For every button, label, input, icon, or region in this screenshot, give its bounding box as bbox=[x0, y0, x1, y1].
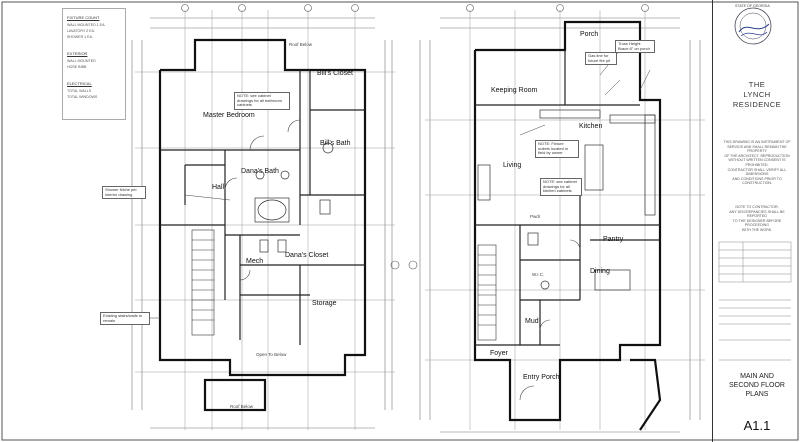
legend-row: TOTAL WINDOWS bbox=[67, 95, 98, 99]
title-note-line: TO THE DESIGNER BEFORE PROCEEDING bbox=[732, 218, 782, 228]
room-label-foyer: Foyer bbox=[490, 350, 508, 357]
room-label-storage: Storage bbox=[312, 300, 337, 307]
room-label-mud: Mud bbox=[525, 318, 539, 325]
title-note-line: CONTRACTOR SHALL VERIFY ALL DIMENSIONS bbox=[727, 167, 787, 177]
room-label-powder: Pwdr bbox=[530, 214, 541, 219]
room-label-wic: W.I.C. bbox=[532, 272, 545, 277]
room-label-dining: Dining bbox=[590, 268, 610, 275]
title-note-line: SERVICE AND SHALL REMAIN THE PROPERTY bbox=[727, 144, 787, 154]
title-note-line: THIS DRAWING IS AN INSTRUMENT OF bbox=[723, 140, 791, 144]
legend-heading-fixtures: FIXTURE COUNT bbox=[67, 15, 100, 20]
title-note-line: AND CONDITIONS PRIOR TO CONSTRUCTION. bbox=[732, 176, 782, 186]
room-label-danas-bath: Dana's Bath bbox=[241, 168, 279, 175]
project-title-line-2: LYNCH bbox=[743, 90, 771, 99]
annotation-roof-below: Roof Below bbox=[289, 42, 313, 47]
title-note-line: OF THE ARCHITECT. REPRODUCTION bbox=[724, 153, 790, 158]
sheet-name: MAIN AND SECOND FLOOR PLANS bbox=[713, 372, 800, 399]
title-note-line: ANY DISCREPANCIES SHALL BE REPORTED bbox=[729, 209, 785, 219]
legend-row: LAVATORY 2 EA. bbox=[67, 29, 95, 33]
legend-row: WALL MOUNTED bbox=[67, 59, 96, 63]
fixture-legend: FIXTURE COUNT WALL MOUNTED 1 EA. LAVATOR… bbox=[62, 8, 126, 120]
revision-table bbox=[718, 241, 792, 361]
project-title-line-3: RESIDENCE bbox=[732, 100, 782, 109]
title-notes-2: NOTE TO CONTRACTOR: ANY DISCREPANCIES SH… bbox=[723, 205, 791, 233]
room-label-living: Living bbox=[503, 162, 522, 169]
fixture-note: NOTE: Fixture outlets located in field b… bbox=[535, 140, 579, 158]
room-label-master-bedroom: Master Bedroom bbox=[203, 112, 255, 119]
room-label-entry-porch: Entry Porch bbox=[523, 374, 560, 381]
annotation-roof-below: Roof Below bbox=[230, 404, 254, 409]
legend-heading-electrical: ELECTRICAL bbox=[67, 81, 92, 86]
sheet-name-line: MAIN AND bbox=[740, 373, 774, 380]
room-label-bills-bath: Bill's Bath bbox=[320, 140, 351, 147]
gas-note: Gas line for future fire pit bbox=[585, 52, 617, 66]
annotation-open-to-below: Open To Below bbox=[256, 352, 287, 357]
title-block: STATE OF GEORGIA THE LYNCH RESIDENCE THI… bbox=[712, 0, 800, 442]
title-note-line: WITH THE WORK. bbox=[741, 227, 773, 232]
legend-heading-exterior: EXTERIOR bbox=[67, 51, 88, 56]
room-label-danas-closet: Dana's Closet bbox=[285, 252, 329, 259]
room-label-pantry: Pantry bbox=[603, 236, 624, 243]
legend-row: SHOWER 1 EA. bbox=[67, 35, 93, 39]
sheet-name-line: PLANS bbox=[745, 391, 769, 398]
sheet-name-line: SECOND FLOOR bbox=[728, 382, 785, 389]
architect-seal bbox=[734, 7, 772, 45]
project-title-line-1: THE bbox=[748, 80, 766, 89]
room-label-porch: Porch bbox=[580, 31, 599, 38]
title-note-line: NOTE TO CONTRACTOR: bbox=[735, 205, 779, 209]
kitchen-cabinet-note: NOTE: see cabinet drawings for all kitch… bbox=[540, 178, 582, 196]
shower-note: Shower Niche per interior drawing bbox=[102, 186, 146, 200]
sheet-number: A1.1 bbox=[743, 418, 771, 433]
room-label-bills-closet: Bill's Closet bbox=[317, 70, 353, 77]
legend-row: WALL MOUNTED 1 EA. bbox=[67, 23, 106, 27]
truss-note: Truss Height Brace 8" on porch bbox=[615, 40, 655, 54]
room-label-mech: Mech bbox=[246, 258, 264, 265]
cabinet-note: NOTE: see cabinet drawings for all bathr… bbox=[234, 92, 290, 110]
existing-note: Existing stairs/walls to remain bbox=[100, 312, 150, 326]
room-label-hall: Hall bbox=[212, 184, 225, 191]
room-label-keeping-room: Keeping Room bbox=[491, 87, 538, 94]
title-notes: THIS DRAWING IS AN INSTRUMENT OF SERVICE… bbox=[723, 140, 791, 186]
legend-row: HOSE BIBB bbox=[67, 65, 87, 69]
legend-row: TOTAL WALLS bbox=[67, 89, 92, 93]
title-note-line: WITHOUT WRITTEN CONSENT IS PROHIBITED. bbox=[728, 158, 786, 167]
room-label-kitchen: Kitchen bbox=[579, 123, 603, 130]
seal-text: STATE OF GEORGIA bbox=[735, 4, 770, 8]
